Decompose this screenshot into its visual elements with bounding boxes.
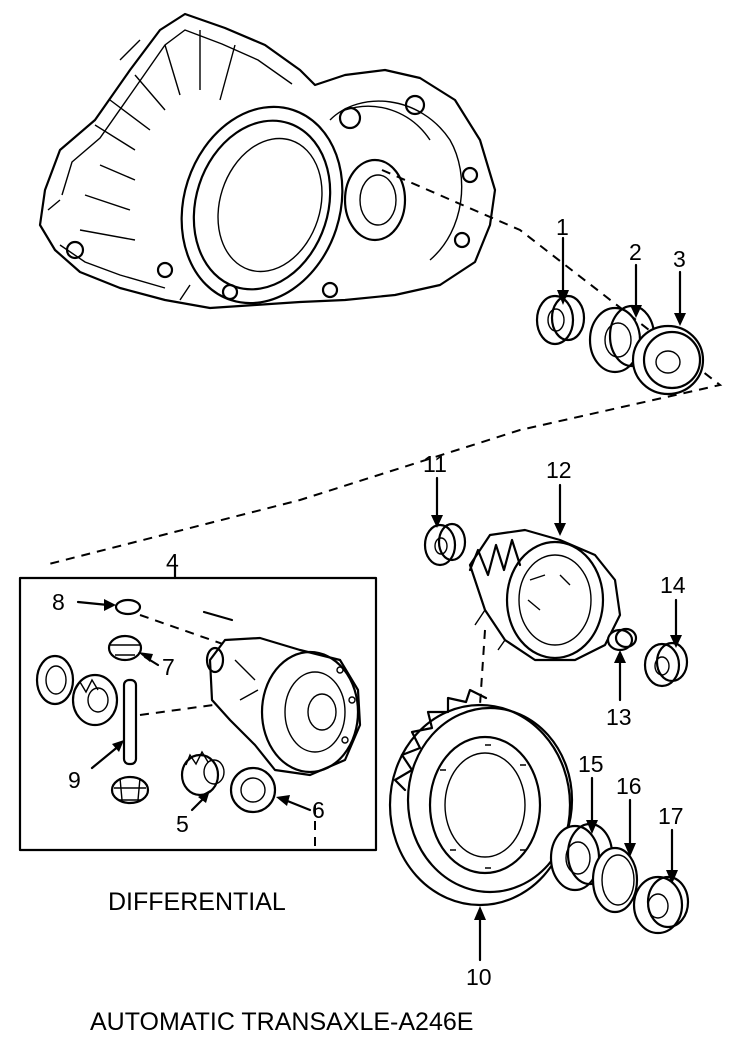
- callout-12: 12: [546, 457, 572, 483]
- callout-4: 4: [166, 549, 179, 575]
- part-10-ring-gear: [388, 688, 574, 907]
- part-16-shim: [591, 846, 639, 914]
- part-8-washer: [114, 598, 142, 616]
- callout-17: 17: [658, 803, 684, 829]
- part-5-side-gear: [180, 750, 225, 797]
- part-3-shim: [631, 324, 705, 396]
- callout-6: 6: [312, 797, 325, 823]
- part-17-seal: [632, 875, 690, 935]
- callout-13: 13: [606, 704, 632, 730]
- side-gear-left: [35, 654, 119, 727]
- leader-case-to-bearing: [44, 169, 723, 566]
- pinion-gear-bottom: [110, 775, 150, 805]
- differential-carrier: [205, 636, 362, 777]
- callout-7: 7: [162, 654, 175, 680]
- part-11-bearing: [423, 522, 467, 567]
- callout-10: 10: [466, 964, 492, 990]
- callout-8: 8: [52, 589, 65, 615]
- callout-2: 2: [629, 239, 642, 265]
- callout-3: 3: [673, 246, 686, 272]
- callout-1: 1: [556, 214, 569, 240]
- part-9-pinion-shaft: [122, 678, 138, 766]
- diagram-title: AUTOMATIC TRANSAXLE-A246E: [90, 1008, 473, 1036]
- callout-11: 11: [423, 451, 447, 477]
- callout-5: 5: [176, 811, 189, 837]
- callout-9: 9: [68, 767, 81, 793]
- transaxle-case: [38, 12, 497, 310]
- callout-14: 14: [660, 572, 686, 598]
- leader-case-to-ringgear: [479, 629, 486, 706]
- part-1-seal: [535, 294, 586, 346]
- part-12-differential-case: [468, 528, 622, 662]
- callout-15: 15: [578, 751, 604, 777]
- part-7-pinion-gear: [107, 634, 143, 662]
- part-14-bearing: [643, 641, 689, 688]
- part-6-thrust-washer: [229, 766, 277, 814]
- part-13-bushing: [606, 627, 638, 652]
- section-caption: DIFFERENTIAL: [108, 888, 286, 916]
- differential-assembly-box: [18, 576, 378, 852]
- callout-16: 16: [616, 773, 642, 799]
